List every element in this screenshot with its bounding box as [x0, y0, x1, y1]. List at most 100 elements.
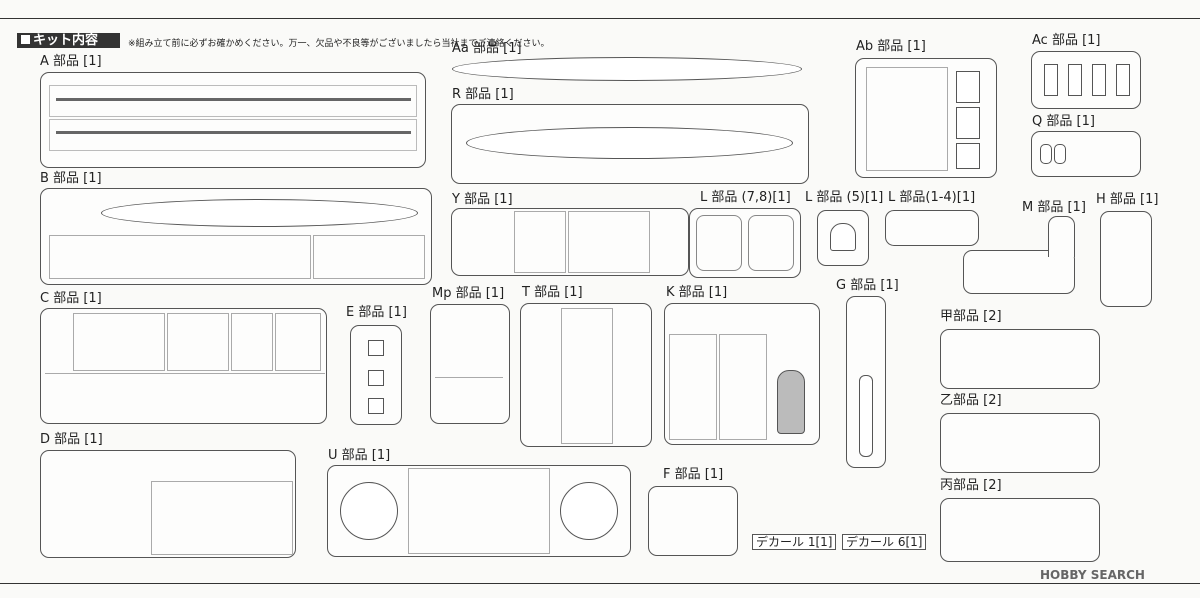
decal-6: デカール 6[1] [842, 534, 927, 550]
sprue-b [40, 188, 432, 285]
sprue-frame [514, 211, 566, 273]
label-hei: 丙部品 [2] [940, 478, 1002, 493]
label-h: H 部品 [1] [1096, 192, 1159, 207]
decal-1: デカール 1[1] [752, 534, 837, 550]
panel-part [956, 71, 980, 103]
sprue-frame [408, 468, 550, 554]
sprue-l5 [817, 210, 869, 266]
label-k: K 部品 [1] [666, 285, 728, 300]
label-otsu: 乙部品 [2] [940, 393, 1002, 408]
sprue-hei [940, 498, 1100, 562]
sprue-e [350, 325, 402, 425]
label-y: Y 部品 [1] [452, 192, 513, 207]
label-m: M 部品 [1] [1022, 200, 1086, 215]
sprue-d [40, 450, 296, 558]
label-l5: L 部品 (5)[1] [805, 190, 884, 205]
label-e: E 部品 [1] [346, 305, 407, 320]
label-ab: Ab 部品 [1] [856, 39, 926, 54]
sprue-m [963, 250, 1075, 294]
sprue-ac [1031, 51, 1141, 109]
q-part [1054, 144, 1066, 164]
label-b: B 部品 [1] [40, 171, 102, 186]
sprue-kou [940, 329, 1100, 389]
sprue-t [520, 303, 652, 447]
label-u: U 部品 [1] [328, 448, 391, 463]
hull-bottom-part [101, 199, 418, 227]
u-disc-part [560, 482, 618, 540]
sprue-m-upper [1048, 216, 1075, 257]
sprue-frame [313, 235, 425, 279]
label-aa: Aa 部品 [1] [452, 41, 522, 56]
header-note: ※組み立て前に必ずお確かめください。万一、欠品や不良等がございましたら当社までご… [128, 39, 550, 49]
panel-part [956, 143, 980, 169]
sprue-frame [866, 67, 948, 171]
hull-side-part [56, 131, 411, 134]
sprue-frame [73, 313, 165, 371]
label-l78: L 部品 (7,8)[1] [700, 190, 791, 205]
sprue-frame [696, 215, 742, 271]
label-t: T 部品 [1] [522, 285, 583, 300]
sprue-a [40, 72, 426, 168]
ac-part [1092, 64, 1106, 96]
e-part [368, 340, 384, 356]
header-title: キット内容 [33, 33, 99, 48]
sprue-frame [435, 377, 503, 418]
sprue-h [1100, 211, 1152, 307]
label-a: A 部品 [1] [40, 54, 102, 69]
watermark: HOBBY SEARCH [1040, 568, 1145, 582]
ac-part [1116, 64, 1130, 96]
sprue-frame [49, 235, 311, 279]
sprue-g [846, 296, 886, 468]
u-disc-part [340, 482, 398, 540]
e-part [368, 398, 384, 414]
top-border [0, 0, 1200, 19]
sprue-frame [748, 215, 794, 271]
sprue-frame [231, 313, 273, 371]
sprue-mp [430, 304, 510, 424]
g-part [859, 375, 873, 457]
kit-contents-header: キット内容 [17, 33, 120, 48]
sprue-frame [275, 313, 321, 371]
sprue-frame [561, 308, 613, 444]
e-part [368, 370, 384, 386]
sprue-q [1031, 131, 1141, 177]
label-mp: Mp 部品 [1] [432, 286, 505, 301]
bottom-border [0, 583, 1200, 598]
label-f: F 部品 [1] [663, 467, 724, 482]
sprue-c [40, 308, 327, 424]
hull-side-part [56, 98, 411, 101]
sprue-r [451, 104, 809, 184]
deck-part-r [466, 127, 793, 159]
k-hull-part [777, 370, 805, 434]
sprue-frame [49, 119, 417, 151]
deck-part-aa [452, 57, 802, 81]
sprue-frame [719, 334, 767, 440]
label-r: R 部品 [1] [452, 87, 514, 102]
square-icon [21, 35, 30, 44]
sprue-f [648, 486, 738, 556]
label-q: Q 部品 [1] [1032, 114, 1095, 129]
sprue-frame [669, 334, 717, 440]
ac-part [1044, 64, 1058, 96]
sprue-frame [167, 313, 229, 371]
sprue-l14 [885, 210, 979, 246]
panel-part [956, 107, 980, 139]
label-g: G 部品 [1] [836, 278, 899, 293]
ac-part [1068, 64, 1082, 96]
sprue-ab [855, 58, 997, 178]
label-d: D 部品 [1] [40, 432, 103, 447]
sprue-frame [49, 85, 417, 117]
sprue-k [664, 303, 820, 445]
sprue-frame [151, 481, 293, 555]
label-ac: Ac 部品 [1] [1032, 33, 1101, 48]
sprue-u [327, 465, 631, 557]
sprue-frame [568, 211, 650, 273]
sprue-otsu [940, 413, 1100, 473]
sprue-y [451, 208, 689, 276]
sprue-frame [45, 373, 325, 418]
l5-part [830, 223, 856, 251]
label-c: C 部品 [1] [40, 291, 102, 306]
label-l14: L 部品(1-4)[1] [888, 190, 976, 205]
label-kou: 甲部品 [2] [940, 309, 1002, 324]
sprue-l78 [689, 208, 801, 278]
